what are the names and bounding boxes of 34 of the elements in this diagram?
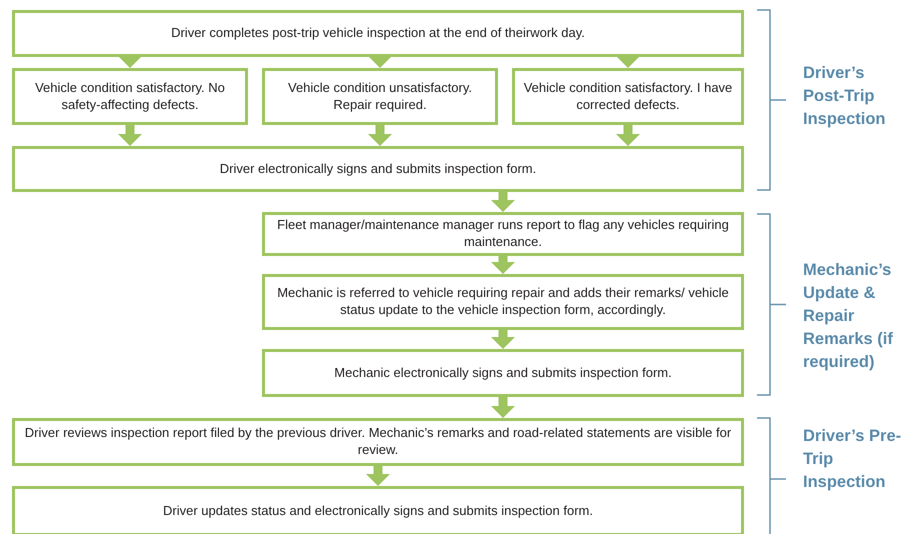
process-box xyxy=(262,68,498,125)
phase-label: Driver’s Pre-Trip Inspection xyxy=(803,426,902,494)
arrow xyxy=(366,466,390,486)
step-text: Vehicle condition satisfactory. No safety-affecting defects. xyxy=(34,80,226,114)
arrow xyxy=(368,56,392,68)
arrow xyxy=(616,56,640,68)
process-box xyxy=(12,68,248,125)
arrow xyxy=(491,256,515,274)
process-box xyxy=(262,274,744,330)
step-text: Fleet manager/maintenance manager runs report to flag any vehicles requiring maintenance. xyxy=(276,217,730,251)
step-text: Vehicle condition unsatisfactory. Repair required. xyxy=(286,80,474,114)
arrow xyxy=(491,192,515,212)
step-text: Driver reviews inspection report filed by the previous driver. Mechanic’s remarks and road-related statements are visible for review. xyxy=(24,425,732,459)
arrow xyxy=(491,397,515,418)
arrow xyxy=(491,330,515,349)
arrow xyxy=(368,125,392,146)
step-text: Driver electronically signs and submits inspection form. xyxy=(220,160,536,178)
process-box xyxy=(12,146,744,192)
phase-label: Driver’s Post-Trip Inspection xyxy=(803,63,887,130)
process-box xyxy=(12,418,744,466)
step-text: Vehicle condition satisfactory. I have corrected defects. xyxy=(523,80,733,114)
step-text: Driver completes post-trip vehicle inspection at the end of theirwork day. xyxy=(171,25,585,42)
step-text: Mechanic electronically signs and submits inspection form. xyxy=(334,364,672,382)
arrow xyxy=(118,56,142,68)
process-box xyxy=(512,68,744,125)
arrow xyxy=(616,125,640,146)
process-box xyxy=(262,212,744,256)
process-box xyxy=(262,349,744,397)
process-box xyxy=(12,486,744,534)
step-text: Mechanic is referred to vehicle requiring repair and adds their remarks/ vehicle status update to the vehicle inspection form, accordingly. xyxy=(276,285,730,319)
process-box xyxy=(12,10,744,57)
arrow xyxy=(118,125,142,146)
step-text: Driver updates status and electronically signs and submits inspection form. xyxy=(163,502,593,520)
phase-label: Mechanic’s Update & Repair Remarks (if required) xyxy=(803,260,894,374)
